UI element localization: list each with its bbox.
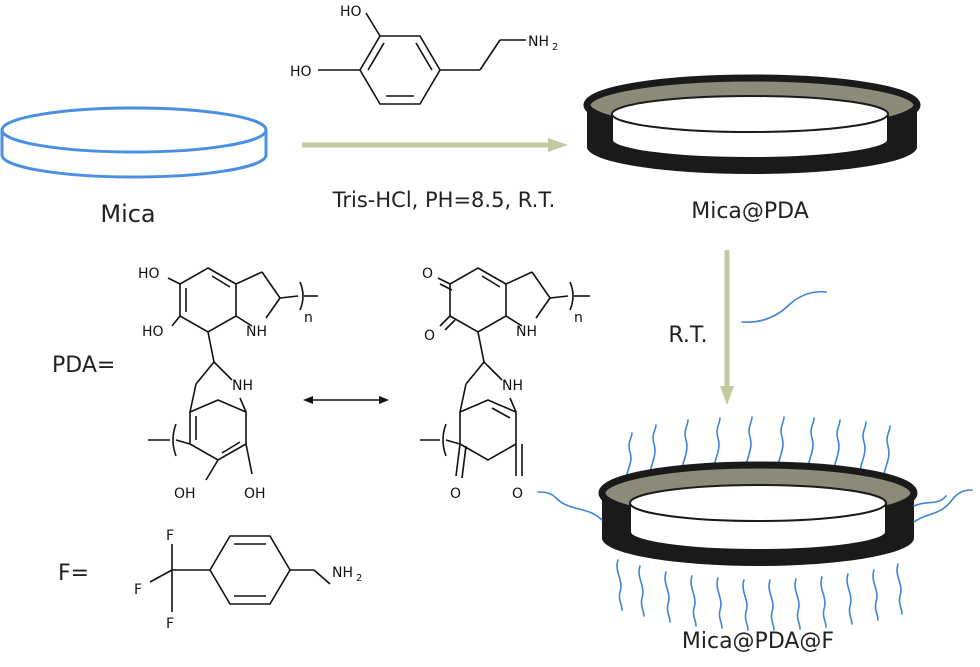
mica-disc [0,106,268,179]
f-structure [149,535,331,612]
pda-equals-label: PDA= [52,353,115,378]
mica-pda-ring [583,74,921,174]
pda2-o-bottom-left: O [450,486,461,502]
dopamine-nh2-subscript: 2 [552,42,558,53]
conditions-label: Tris-HCl, PH=8.5, R.T. [332,188,556,212]
pda2-o-bottom-right: O [512,486,523,502]
pda-structure-catechol [148,267,318,481]
f-nh2: NH [332,565,353,581]
mica-pda-f-ring [598,461,918,566]
f-equals-label: F= [58,561,89,586]
f-nh2-subscript: 2 [356,573,362,584]
pda2-o-top: O [422,266,433,282]
dopamine-structure [318,12,526,105]
dopamine-nh2: NH [528,34,549,50]
pda1-nh-bottom: NH [232,378,253,394]
f-chain-fiber [741,290,827,323]
mica-label: Mica [100,200,155,228]
f-atom-left: F [134,582,142,598]
rt-label: R.T. [668,323,707,348]
dopamine-ho-left: HO [290,64,312,80]
pda-structure-quinone [420,267,590,479]
mica-pda-f-label: Mica@PDA@F [682,629,834,654]
mica-pda-label: Mica@PDA [691,199,809,224]
dopamine-ho-top: HO [340,4,362,20]
surface-fibers-side-bottom [537,489,973,631]
f-atom-top: F [166,528,174,544]
pda2-n-index: n [574,310,583,326]
pda2-o-mid: O [424,328,435,344]
pda1-ho-mid: HO [142,324,164,340]
f-atom-bottom: F [166,616,174,632]
pda1-n-index: n [304,310,313,326]
pda2-nh-bottom: NH [502,378,523,394]
pda1-ho-top: HO [138,266,160,282]
pda1-oh-left: OH [174,486,196,502]
reaction-arrow-2 [720,250,734,405]
pda2-nh-top: NH [516,324,537,340]
pda1-nh-top: NH [246,324,267,340]
reaction-arrow-1 [302,138,568,152]
pda1-oh-right: OH [244,486,266,502]
